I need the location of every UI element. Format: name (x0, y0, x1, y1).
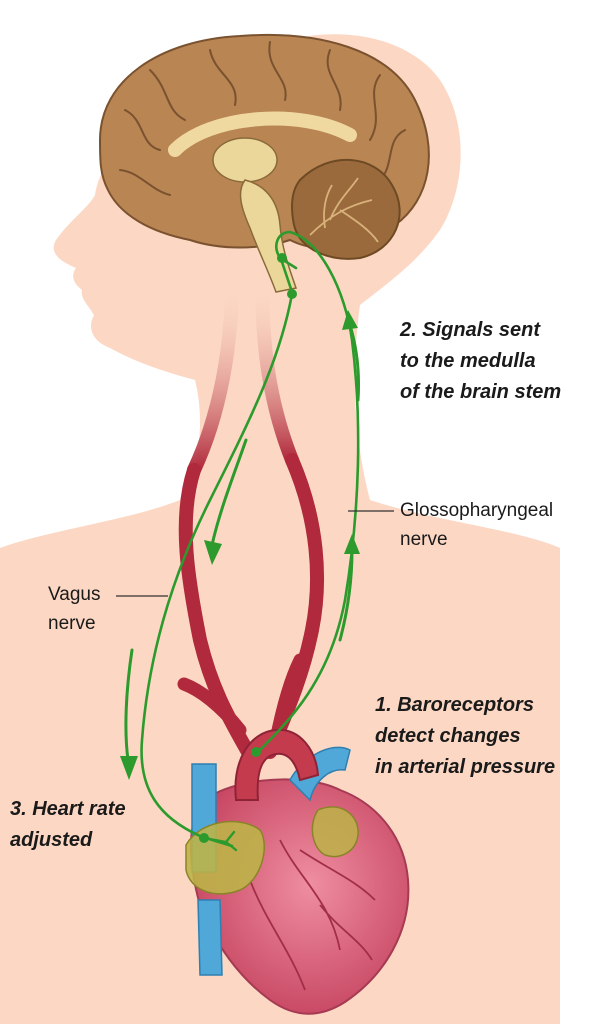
inferior-vena-cava (197, 899, 223, 976)
arrowhead-down-upper (204, 540, 222, 565)
label-line: detect changes (375, 725, 521, 747)
label-line: to the medulla (400, 350, 536, 372)
label-line: Glossopharyngeal (400, 500, 554, 521)
neck-vessel-left-fade (187, 273, 239, 477)
arrow-down-vagus-lower (124, 648, 134, 762)
left-atrium (311, 806, 359, 858)
synapse-node-lower (287, 289, 297, 299)
label-line: of the brain stem (400, 381, 562, 403)
arrow-up-glossopharyngeal-lower (338, 548, 354, 642)
label-line: adjusted (10, 829, 93, 851)
coronary-vessels (249, 839, 376, 991)
arrowhead-up-lower (344, 534, 360, 554)
corpus-callosum (168, 111, 357, 157)
synapse-node-upper (277, 253, 287, 263)
direction-arrows (120, 310, 360, 780)
label-line: nerve (400, 529, 448, 550)
label-glossopharyngeal-nerve: Glossopharyngeal nerve (400, 496, 553, 554)
sa-node-terminals (202, 830, 238, 852)
label-line: 3. Heart rate (10, 798, 126, 820)
arrow-up-glossopharyngeal-upper (348, 323, 360, 402)
label-line: 1. Baroreceptors (375, 694, 534, 716)
brain-folds (119, 41, 406, 196)
label-line: 2. Signals sent (400, 319, 541, 341)
label-heart-rate-adjusted: 3. Heart rate adjusted (10, 794, 126, 856)
label-vagus-nerve: Vagus nerve (48, 580, 100, 638)
label-baroreceptors: 1. Baroreceptors detect changes in arter… (375, 690, 555, 783)
arrowhead-up-upper (342, 310, 358, 330)
glossopharyngeal-nerve (256, 230, 360, 754)
arrowhead-down-lower (120, 756, 138, 780)
label-line: nerve (48, 613, 96, 634)
baroreceptor-node (251, 747, 261, 757)
label-line: in arterial pressure (375, 756, 556, 778)
artery-branch-left (177, 677, 247, 737)
thalamus (212, 137, 278, 183)
label-signals-to-medulla: 2. Signals sent to the medulla of the br… (400, 315, 561, 408)
cerebellum-tree (309, 177, 379, 243)
body-silhouette (0, 34, 560, 1024)
arrow-down-vagus-upper (210, 438, 248, 547)
neck-vessel-right-fade (255, 273, 299, 467)
label-line: Vagus (48, 584, 101, 605)
